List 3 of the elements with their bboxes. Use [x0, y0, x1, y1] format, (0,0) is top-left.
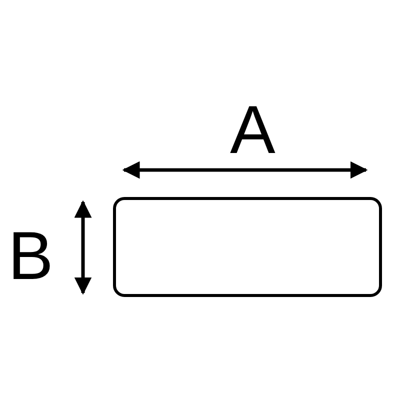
dimension-label: B [8, 222, 54, 290]
rounded-rectangle [113, 197, 382, 297]
dimension-label: A [230, 96, 276, 164]
